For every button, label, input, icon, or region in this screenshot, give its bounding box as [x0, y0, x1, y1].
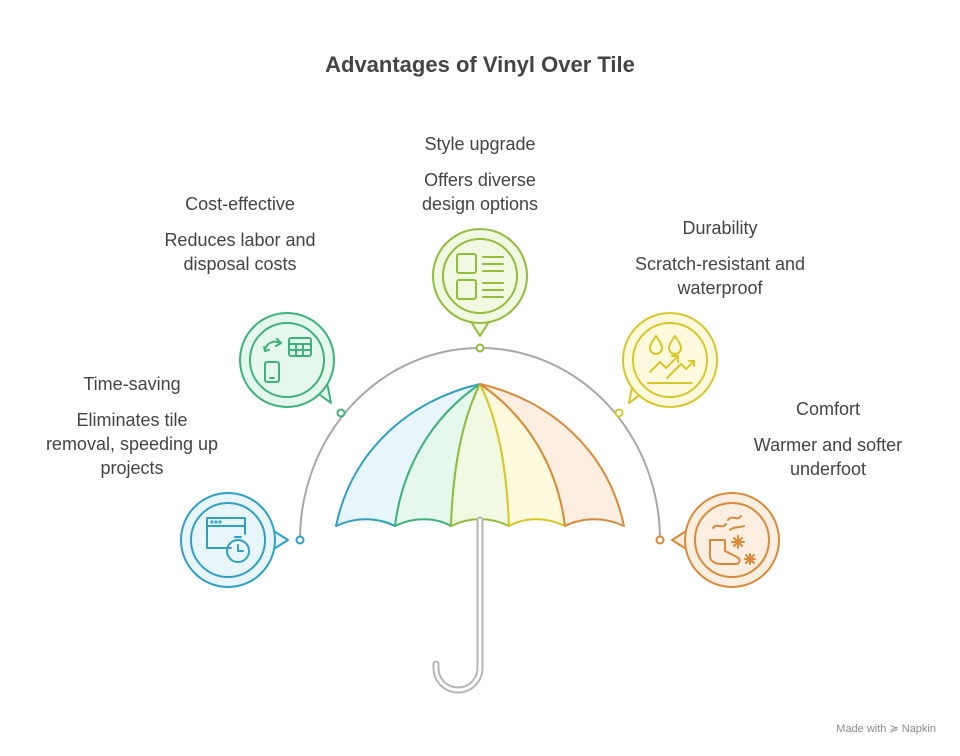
- label-comfort-title: Comfort: [795, 399, 860, 419]
- label-style-title: Style upgrade: [424, 134, 536, 154]
- umbrella-handle: [432, 516, 484, 694]
- label-cost: Cost-effective Reduces labor and disposa…: [160, 192, 320, 276]
- label-cost-description: Reduces labor and disposal costs: [164, 230, 316, 274]
- node-durability: [614, 408, 624, 418]
- bubble-cost: [239, 312, 335, 408]
- label-comfort-description: Warmer and softer underfoot: [753, 435, 903, 479]
- node-comfort: [655, 535, 665, 545]
- label-durability-description: Scratch-resistant and waterproof: [634, 254, 806, 298]
- label-time: Time-saving Eliminates tile removal, spe…: [42, 372, 222, 480]
- calculator-exchange-icon: [263, 337, 312, 383]
- foot-warmth-icon: [709, 515, 756, 565]
- node-cost: [336, 408, 346, 418]
- napkin-watermark: Made with ≽ Napkin: [836, 723, 936, 735]
- water-drops-scratch-icon: [647, 335, 695, 384]
- canopy-segment-comfort: [479, 383, 625, 527]
- label-time-description: Eliminates tile removal, speeding up pro…: [45, 410, 219, 478]
- browser-timer-icon: [206, 517, 250, 563]
- label-style: Style upgrade Offers diverse design opti…: [400, 132, 560, 216]
- bubble-time: [180, 492, 289, 588]
- bubble-durability: [622, 312, 718, 408]
- label-cost-title: Cost-effective: [185, 194, 295, 214]
- umbrella-handle-inner: [434, 518, 482, 692]
- page-title: Advantages of Vinyl Over Tile: [325, 52, 635, 77]
- label-comfort: Comfort Warmer and softer underfoot: [740, 397, 916, 481]
- bubble-comfort: [671, 492, 780, 588]
- label-durability-title: Durability: [682, 218, 758, 238]
- node-style: [475, 343, 485, 353]
- label-time-title: Time-saving: [83, 374, 181, 394]
- umbrella-canopy: [335, 383, 625, 527]
- label-style-description: Offers diverse design options: [421, 170, 539, 214]
- node-time: [295, 535, 305, 545]
- layout-list-icon: [456, 253, 504, 300]
- label-durability: Durability Scratch-resistant and waterpr…: [630, 216, 810, 300]
- bubble-style: [432, 228, 528, 337]
